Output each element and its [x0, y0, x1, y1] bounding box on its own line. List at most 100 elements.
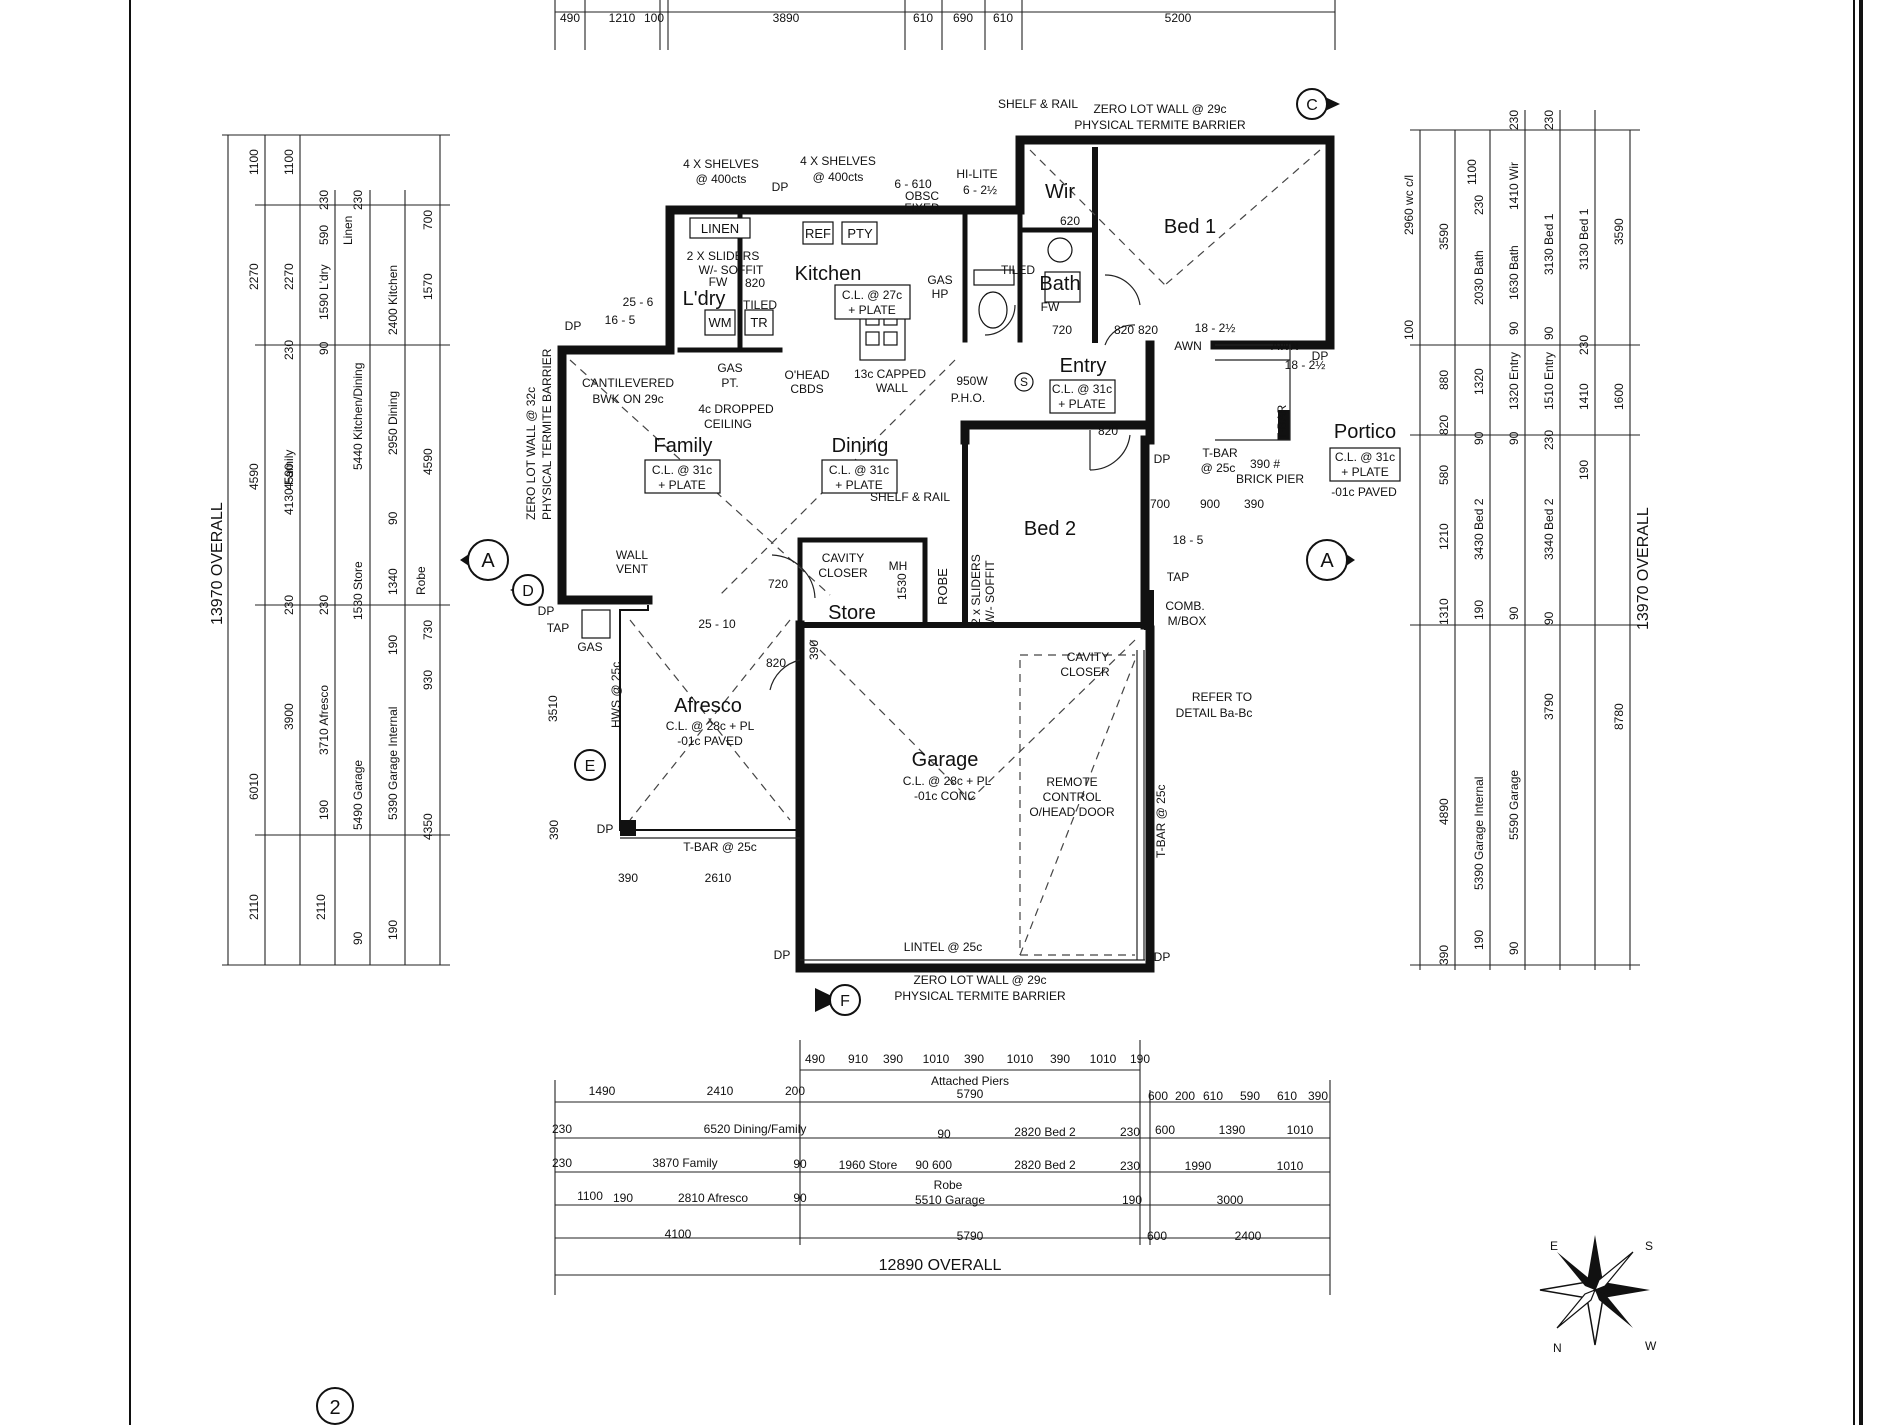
svg-text:PHYSICAL TERMITE BARRIER: PHYSICAL TERMITE BARRIER [540, 348, 554, 520]
svg-text:4590: 4590 [282, 463, 296, 490]
svg-text:6 - 2½: 6 - 2½ [963, 183, 997, 197]
top-dim-3: 100 [644, 11, 664, 25]
svg-text:CBDS: CBDS [790, 382, 823, 396]
svg-text:820: 820 [1437, 415, 1451, 435]
svg-text:950W: 950W [956, 374, 988, 388]
svg-text:W/- SOFFIT: W/- SOFFIT [983, 560, 997, 625]
svg-text:820: 820 [1098, 424, 1118, 438]
svg-text:T-BAR @ 25c: T-BAR @ 25c [683, 840, 757, 854]
svg-text:230: 230 [351, 190, 365, 210]
svg-text:DETAIL Ba-Bc: DETAIL Ba-Bc [1176, 706, 1253, 720]
svg-text:880: 880 [1437, 370, 1451, 390]
svg-text:25 - 6: 25 - 6 [623, 295, 654, 309]
svg-text:FW: FW [709, 275, 728, 289]
svg-text:DP: DP [1154, 950, 1171, 964]
svg-text:1530 Store: 1530 Store [351, 561, 365, 620]
svg-text:4890: 4890 [1437, 798, 1451, 825]
plan-notes: SHELF & RAIL ZERO LOT WALL @ 29c PHYSICA… [524, 97, 1401, 1003]
svg-text:ZERO LOT WALL @ 32c: ZERO LOT WALL @ 32c [524, 387, 538, 520]
svg-text:1320 Entry: 1320 Entry [1507, 352, 1521, 410]
svg-text:4c DROPPED: 4c DROPPED [698, 402, 774, 416]
room-laundry: L'dry [683, 288, 726, 310]
svg-text:5790: 5790 [957, 1087, 984, 1101]
top-dim-1: 490 [560, 11, 580, 25]
svg-text:16 - 5: 16 - 5 [605, 313, 636, 327]
svg-text:5440 Kitchen/Dining: 5440 Kitchen/Dining [351, 363, 365, 470]
svg-text:600: 600 [1155, 1123, 1175, 1137]
svg-text:3340 Bed 2: 3340 Bed 2 [1542, 498, 1556, 560]
svg-text:1510 Entry: 1510 Entry [1542, 352, 1556, 410]
svg-text:90: 90 [317, 341, 331, 355]
svg-text:3900: 3900 [282, 703, 296, 730]
svg-text:13c CAPPED: 13c CAPPED [854, 367, 926, 381]
svg-text:600: 600 [1147, 1229, 1167, 1243]
svg-text:190: 190 [386, 920, 400, 940]
linen-label: LINEN [701, 221, 739, 236]
svg-text:1100: 1100 [282, 149, 296, 175]
svg-text:4 X SHELVES: 4 X SHELVES [800, 154, 876, 168]
compass-n: N [1553, 1341, 1562, 1355]
svg-text:90: 90 [1507, 321, 1521, 335]
gas-hws [581, 609, 611, 639]
svg-text:DP: DP [565, 319, 582, 333]
svg-text:@ 400cts: @ 400cts [813, 170, 864, 184]
svg-text:1340: 1340 [386, 568, 400, 595]
svg-text:200: 200 [785, 1084, 805, 1098]
svg-text:BWK ON 29c: BWK ON 29c [592, 392, 663, 406]
svg-text:D: D [522, 583, 534, 600]
svg-text:1960 Store: 1960 Store [839, 1158, 898, 1172]
svg-text:3590: 3590 [1437, 223, 1451, 250]
svg-text:4100: 4100 [665, 1227, 692, 1241]
room-afresco: Afresco [674, 695, 742, 717]
svg-text:1570: 1570 [421, 273, 435, 300]
svg-text:FW: FW [1041, 300, 1060, 314]
svg-text:820: 820 [745, 276, 765, 290]
svg-text:390: 390 [547, 820, 561, 840]
svg-text:CAVITY: CAVITY [1067, 650, 1109, 664]
svg-text:REMOTE: REMOTE [1046, 775, 1097, 789]
svg-text:HI-LITE: HI-LITE [956, 167, 997, 181]
svg-text:230: 230 [1542, 110, 1556, 130]
svg-text:5390 Garage Internal: 5390 Garage Internal [386, 707, 400, 820]
svg-text:2820 Bed 2: 2820 Bed 2 [1014, 1158, 1076, 1172]
svg-text:FIXED: FIXED [904, 201, 940, 215]
svg-text:TAP: TAP [1167, 570, 1189, 584]
smoke-detector [1014, 372, 1034, 392]
svg-text:3130 Bed 1: 3130 Bed 1 [1542, 213, 1556, 275]
svg-text:600: 600 [1148, 1089, 1168, 1103]
svg-text:230: 230 [1472, 195, 1486, 215]
svg-text:190: 190 [386, 635, 400, 655]
room-store: Store [828, 602, 876, 624]
svg-text:1010: 1010 [923, 1052, 950, 1066]
top-dim-6: 690 [953, 11, 973, 25]
svg-text:HWS @ 25c: HWS @ 25c [609, 662, 623, 728]
svg-text:600: 600 [932, 1158, 952, 1172]
svg-text:620: 620 [1060, 214, 1080, 228]
svg-text:1100: 1100 [1465, 159, 1479, 185]
svg-text:720: 720 [768, 577, 788, 591]
svg-text:2030 Bath: 2030 Bath [1472, 250, 1486, 305]
svg-text:200: 200 [1175, 1089, 1195, 1103]
svg-text:1990: 1990 [1185, 1159, 1212, 1173]
compass-w: W [1645, 1339, 1657, 1353]
svg-text:C.L. @ 28c + PL: C.L. @ 28c + PL [903, 774, 992, 788]
svg-text:GAS: GAS [717, 361, 742, 375]
svg-text:2820 Bed 2: 2820 Bed 2 [1014, 1125, 1076, 1139]
svg-text:A: A [1320, 550, 1334, 572]
svg-text:3590: 3590 [1612, 218, 1626, 245]
svg-text:AWN: AWN [1271, 339, 1299, 353]
svg-text:CLOSER: CLOSER [1060, 665, 1110, 679]
svg-text:230: 230 [317, 190, 331, 210]
svg-text:1100: 1100 [247, 149, 261, 175]
svg-text:1010: 1010 [1277, 1159, 1304, 1173]
svg-text:2270: 2270 [282, 263, 296, 290]
svg-text:25 - 10: 25 - 10 [698, 617, 736, 631]
svg-text:C.L. @ 31c: C.L. @ 31c [1052, 382, 1112, 396]
svg-text:T-BAR: T-BAR [1202, 446, 1238, 460]
svg-text:+ PLATE: + PLATE [848, 303, 895, 317]
room-bath: Bath [1039, 273, 1080, 295]
room-family: Family [654, 435, 713, 457]
svg-text:2950 Dining: 2950 Dining [386, 391, 400, 455]
svg-text:CLOSER: CLOSER [818, 566, 868, 580]
compass-e: E [1550, 1239, 1558, 1253]
